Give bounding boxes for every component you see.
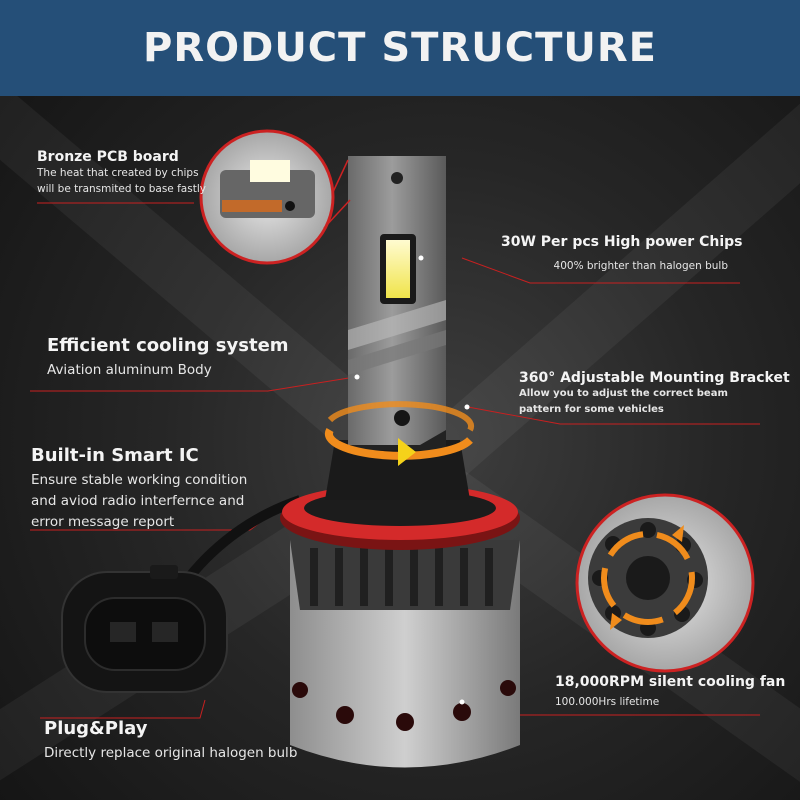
fan-zoom-circle bbox=[575, 493, 755, 673]
chips-title: 30W Per pcs High power Chips bbox=[501, 234, 743, 250]
ic-feature: Built-in Smart IC Ensure stable working … bbox=[31, 445, 247, 533]
plug-feature: Plug&Play Directly replace original halo… bbox=[44, 718, 297, 764]
pcb-zoom-circle bbox=[199, 129, 351, 265]
bracket-feature: 360° Adjustable Mounting Bracket Allow y… bbox=[519, 370, 790, 418]
aluminum-arm bbox=[348, 156, 470, 705]
chips-feature: 30W Per pcs High power Chips bbox=[501, 234, 742, 250]
led-chip bbox=[386, 240, 410, 298]
fan-desc: 100.000Hrs lifetime bbox=[555, 696, 660, 708]
heatsink-base bbox=[290, 540, 520, 768]
bracket-desc-line-2: pattern for some vehicles bbox=[519, 404, 664, 415]
ic-desc-line-3: error message report bbox=[31, 514, 175, 530]
ic-desc-line-1: Ensure stable working condition bbox=[31, 472, 248, 488]
bracket-desc-line-1: Allow you to adjust the correct beam bbox=[519, 388, 728, 399]
cooling-desc: Aviation aluminum Body bbox=[47, 362, 212, 378]
pcb-feature: Bronze PCB board The heat that created b… bbox=[37, 149, 206, 197]
plug-title: Plug&Play bbox=[44, 718, 148, 739]
rotation-arrow-icon bbox=[324, 401, 475, 466]
pcb-title: Bronze PCB board bbox=[37, 149, 179, 165]
plug-desc: Directly replace original halogen bulb bbox=[44, 745, 298, 761]
fan-title: 18,000RPM silent cooling fan bbox=[555, 674, 786, 690]
chips-desc-block: 400% brighter than halogen bulb bbox=[554, 258, 728, 274]
connector-plug bbox=[61, 565, 228, 693]
ic-title: Built-in Smart IC bbox=[31, 445, 199, 466]
pcb-desc-line-2: will be transmited to base fastly bbox=[37, 183, 206, 195]
cooling-title: Efficient cooling system bbox=[47, 335, 289, 356]
cooling-feature: Efficient cooling system Aviation alumin… bbox=[47, 335, 289, 381]
title-banner: PRODUCT STRUCTURE bbox=[0, 0, 800, 96]
ic-desc-line-2: and aviod radio interfernce and bbox=[31, 493, 245, 509]
page-title: PRODUCT STRUCTURE bbox=[143, 25, 657, 71]
fan-feature: 18,000RPM silent cooling fan 100.000Hrs … bbox=[555, 674, 785, 710]
pcb-desc-line-1: The heat that created by chips bbox=[37, 167, 199, 179]
bracket-title: 360° Adjustable Mounting Bracket bbox=[519, 370, 790, 386]
chips-desc: 400% brighter than halogen bulb bbox=[553, 260, 728, 272]
